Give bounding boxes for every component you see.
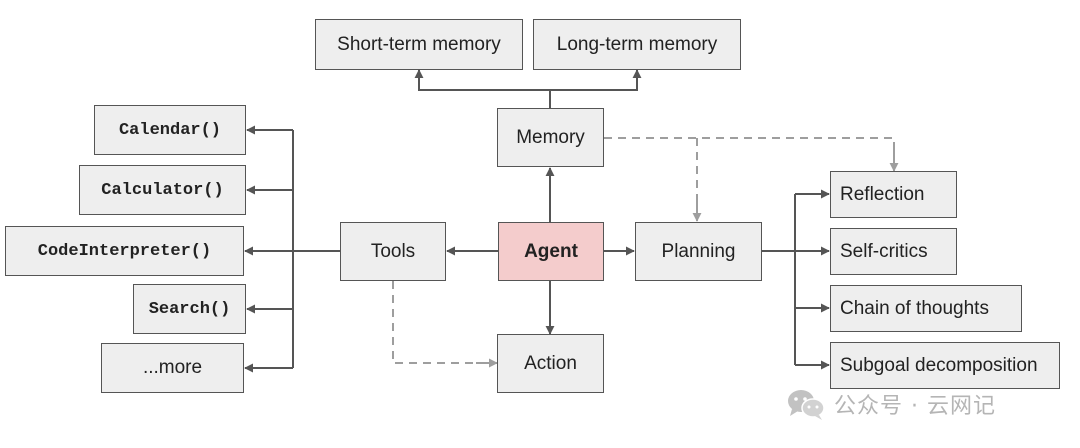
memory-box: Memory <box>497 108 604 167</box>
wechat-icon <box>788 390 825 420</box>
tools-to-action-dashed <box>392 281 480 364</box>
tools-box: Tools <box>340 222 446 281</box>
chain-of-thoughts-box: Chain of thoughts <box>830 285 1022 332</box>
long-term-memory-box: Long-term memory <box>533 19 741 70</box>
watermark-text: 公众号 · 云网记 <box>834 394 996 419</box>
memory-to-stores-connector <box>418 71 638 108</box>
subgoal-decomposition-box: Subgoal decomposition <box>830 342 1060 389</box>
planning-box: Planning <box>635 222 762 281</box>
calendar-box: Calendar() <box>94 105 246 155</box>
short-term-memory-box: Short-term memory <box>315 19 523 70</box>
reflection-box: Reflection <box>830 171 957 218</box>
calculator-box: Calculator() <box>79 165 246 215</box>
planning-bus <box>762 194 796 365</box>
watermark: 公众号 · 云网记 <box>786 386 996 422</box>
more-box: ...more <box>101 343 244 393</box>
code-interpreter-box: CodeInterpreter() <box>5 226 244 276</box>
tools-bus <box>292 130 340 368</box>
search-box: Search() <box>133 284 246 334</box>
agent-box: Agent <box>498 222 604 281</box>
action-box: Action <box>497 334 604 393</box>
self-critics-box: Self-critics <box>830 228 957 275</box>
